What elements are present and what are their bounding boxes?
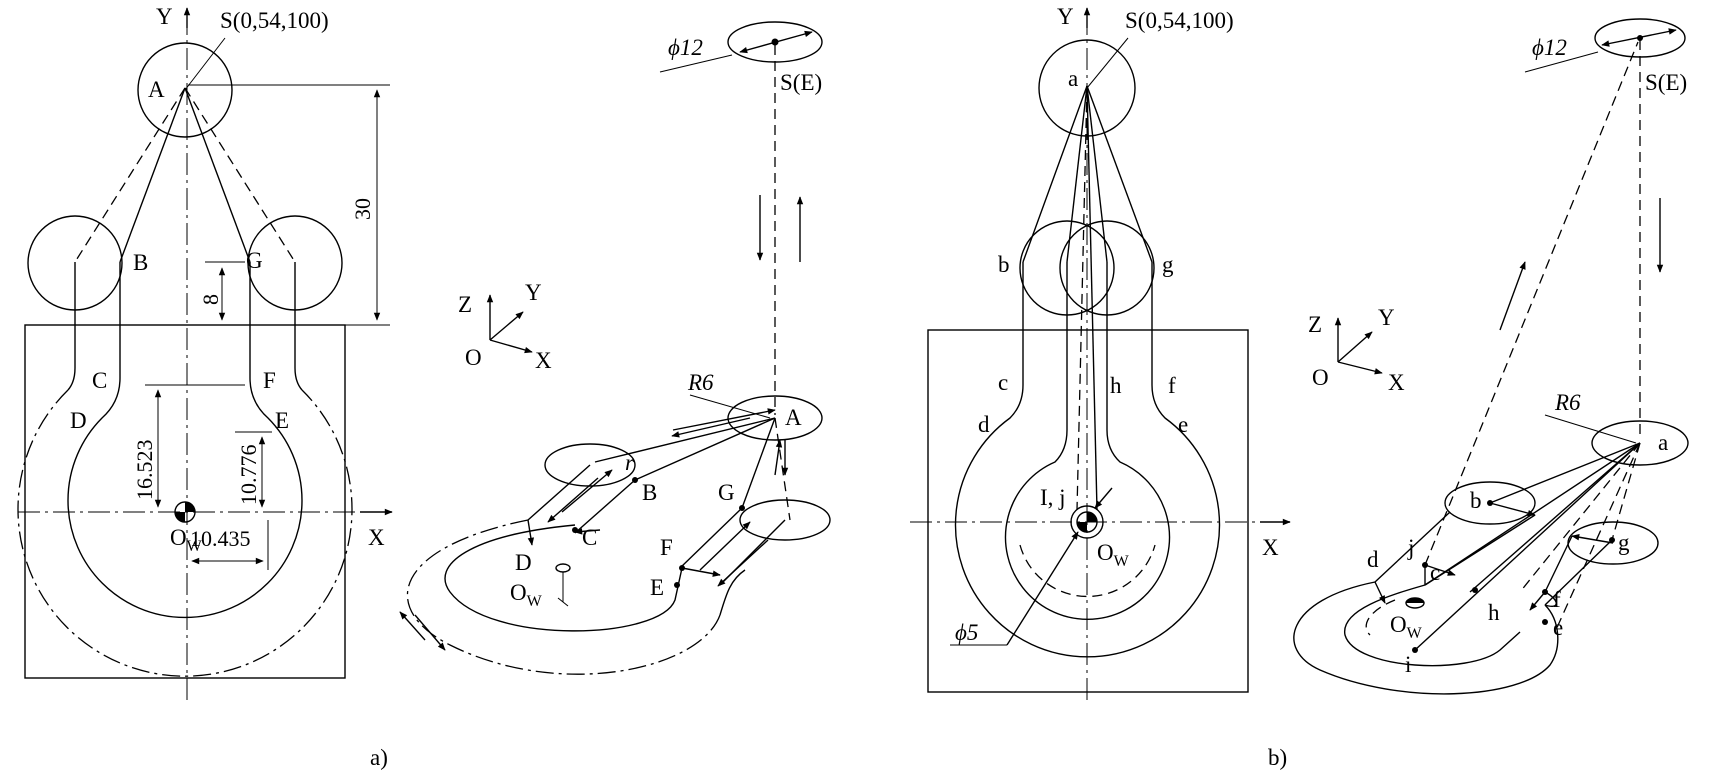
iso-b-o-label: O bbox=[1312, 365, 1329, 390]
iso-b-point-b: b bbox=[1470, 488, 1482, 513]
y-axis-label: Y bbox=[156, 4, 173, 29]
point-f: F bbox=[263, 368, 276, 393]
point-c: C bbox=[92, 368, 107, 393]
panel-a-plan-view: Y X S(0,54,100) OW A B G C D F E bbox=[17, 4, 393, 770]
x-axis-label: X bbox=[368, 525, 385, 550]
point-d-lower: d bbox=[978, 412, 990, 437]
iso-b-point-h: h bbox=[1488, 600, 1500, 625]
iso-b-point-a: a bbox=[1658, 430, 1668, 455]
iso-point-a: A bbox=[785, 405, 802, 430]
iso-b-point-f: f bbox=[1553, 587, 1561, 612]
start-point-label: S(0,54,100) bbox=[220, 8, 329, 33]
y-axis-label-b: Y bbox=[1057, 4, 1074, 29]
point-h-lower: h bbox=[1110, 373, 1122, 398]
dim-30: 30 bbox=[350, 198, 375, 220]
iso-r: r bbox=[625, 450, 635, 475]
dim-10776: 10.776 bbox=[236, 445, 261, 506]
iso-b-point-e: e bbox=[1553, 615, 1563, 640]
iso-se-label: S(E) bbox=[780, 70, 822, 95]
iso-point-b: B bbox=[642, 480, 657, 505]
iso-b-point-c: c bbox=[1430, 560, 1440, 585]
keyhole-inner-b bbox=[1004, 262, 1171, 620]
point-a-lower: a bbox=[1068, 66, 1078, 91]
iso-b-point-g: g bbox=[1618, 530, 1630, 555]
x-axis-label-b: X bbox=[1262, 535, 1279, 560]
point-d: D bbox=[70, 408, 87, 433]
iso-ellipse-g bbox=[739, 499, 831, 541]
iso-b-origin-label: OW bbox=[1390, 612, 1423, 642]
iso-point-g: G bbox=[718, 480, 735, 505]
caption-b: b) bbox=[1268, 745, 1287, 770]
dim-10435: 10.435 bbox=[190, 526, 251, 551]
dim-16523: 16.523 bbox=[132, 440, 157, 501]
workpiece-outline bbox=[24, 324, 346, 679]
keyhole-outer-b bbox=[954, 262, 1221, 658]
iso-b-y-label: Y bbox=[1378, 305, 1395, 330]
iso-b-se-label: S(E) bbox=[1645, 70, 1687, 95]
workpiece-outline-b bbox=[927, 329, 1249, 693]
iso-point-c: C bbox=[582, 525, 597, 550]
iso-b-point-d: d bbox=[1367, 547, 1379, 572]
iso-origin-label: OW bbox=[510, 580, 543, 610]
iso-b-x-label: X bbox=[1388, 370, 1405, 395]
iso-b-z-label: Z bbox=[1308, 312, 1322, 337]
iso-y-label: Y bbox=[525, 280, 542, 305]
iso-point-e: E bbox=[650, 575, 664, 600]
point-g-lower: g bbox=[1162, 252, 1174, 277]
ij-label: I, j bbox=[1040, 485, 1066, 510]
start-circle-a bbox=[137, 42, 233, 138]
iso-b-ellipse-a bbox=[1591, 420, 1689, 466]
iso-r6: R6 bbox=[687, 370, 714, 395]
iso-b-point-i: i bbox=[1405, 652, 1411, 677]
point-b-lower: b bbox=[998, 252, 1010, 277]
iso-b-r6: R6 bbox=[1554, 390, 1581, 415]
keyhole-inner bbox=[67, 262, 303, 619]
dim-8: 8 bbox=[198, 294, 223, 305]
iso-b-phi12: ϕ12 bbox=[1532, 35, 1567, 60]
point-e-lower: e bbox=[1178, 412, 1188, 437]
panel-b-iso-view: Z Y O X ϕ12 S(E) R6 a b g bbox=[1293, 18, 1689, 695]
point-g: G bbox=[246, 248, 263, 273]
iso-o-label: O bbox=[465, 345, 482, 370]
iso-phi12: ϕ12 bbox=[668, 35, 703, 60]
iso-x-label: X bbox=[535, 348, 552, 373]
iso-ellipse-a bbox=[727, 395, 823, 441]
iso-b-pocket-outer bbox=[1293, 581, 1559, 695]
origin-label: OW bbox=[170, 525, 203, 555]
point-c-lower: c bbox=[998, 370, 1008, 395]
start-circle-b bbox=[1038, 39, 1136, 137]
point-e: E bbox=[275, 408, 289, 433]
origin-label-b: OW bbox=[1097, 540, 1130, 570]
phi5-label: ϕ5 bbox=[955, 620, 978, 645]
iso-b-pocket-inner bbox=[1344, 584, 1521, 667]
panel-b-plan-view: Y X S(0,54,100) OW I, j ϕ5 a b bbox=[910, 4, 1291, 770]
iso-point-f: F bbox=[660, 535, 673, 560]
point-f-lower: f bbox=[1168, 373, 1176, 398]
iso-b-point-j: j bbox=[1407, 535, 1414, 560]
panel-a-iso-view: Z Y O X ϕ12 S(E) R6 A r B G bbox=[399, 21, 831, 675]
iso-point-d: D bbox=[515, 550, 532, 575]
iso-ellipse-b bbox=[544, 443, 636, 487]
point-a: A bbox=[148, 77, 165, 102]
iso-b-ellipse-b bbox=[1444, 481, 1536, 525]
iso-pocket-outer bbox=[406, 519, 721, 675]
keyhole-outer-left bbox=[67, 262, 76, 391]
start-point-label-b: S(0,54,100) bbox=[1125, 8, 1234, 33]
point-b: B bbox=[133, 250, 148, 275]
caption-a: a) bbox=[370, 745, 388, 770]
iso-pocket-inner bbox=[444, 524, 683, 632]
iso-z-label: Z bbox=[458, 292, 472, 317]
